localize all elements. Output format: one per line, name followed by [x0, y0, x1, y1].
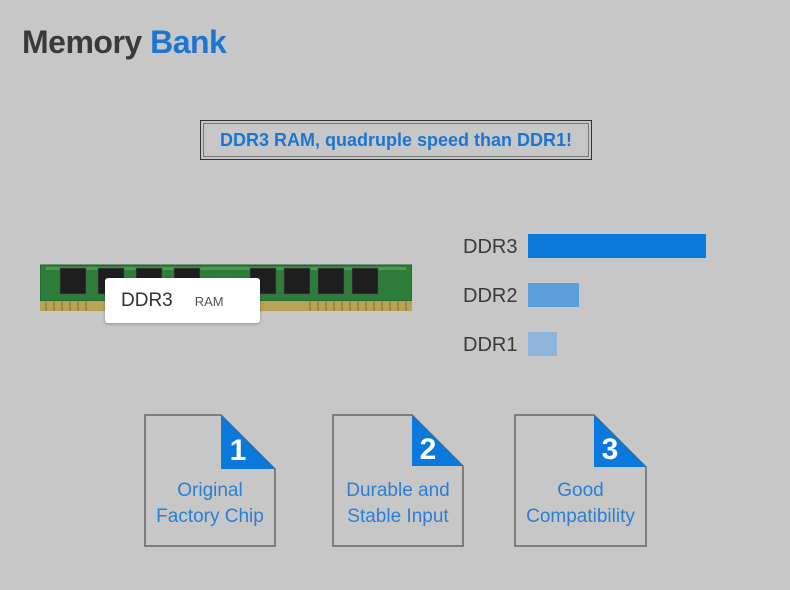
feature-text-3: Good Compatibility	[514, 478, 647, 530]
speed-label-ddr1: DDR1	[463, 334, 518, 356]
feature-3-line2: Compatibility	[526, 506, 635, 527]
speed-label-ddr2: DDR2	[463, 285, 518, 307]
speed-bar-ddr3	[528, 234, 706, 258]
ram-type-label: DDR3 RAM	[105, 278, 260, 323]
feature-2-line1: Durable and	[346, 480, 450, 501]
feature-card-2-shape	[332, 414, 464, 547]
feature-card-1-shape	[144, 414, 276, 547]
feature-number-2: 2	[419, 433, 437, 466]
feature-card-3-shape	[514, 414, 647, 547]
feature-text-2: Durable and Stable Input	[332, 478, 464, 530]
ram-label-type: DDR3	[121, 289, 173, 311]
feature-card-2: 2 Durable and Stable Input	[332, 414, 464, 547]
ram-label-unit: RAM	[194, 294, 224, 309]
title-word-memory: Memory	[22, 24, 142, 60]
feature-card-1: 1 Original Factory Chip	[144, 414, 276, 547]
feature-3-line1: Good	[557, 480, 604, 501]
speed-bar-ddr2	[528, 283, 579, 307]
speed-bar-ddr1	[528, 332, 557, 356]
feature-number-1: 1	[229, 434, 247, 467]
feature-1-line1: Original	[177, 480, 243, 501]
page-title: Memory Bank	[22, 24, 227, 61]
feature-number-3: 3	[601, 433, 619, 466]
feature-text-1: Original Factory Chip	[144, 478, 276, 530]
headline-banner: DDR3 RAM, quadruple speed than DDR1!	[200, 120, 592, 160]
feature-2-line2: Stable Input	[347, 506, 449, 527]
feature-card-3: 3 Good Compatibility	[514, 414, 647, 547]
feature-1-line2: Factory Chip	[156, 506, 264, 527]
title-word-bank: Bank	[150, 24, 227, 60]
speed-label-ddr3: DDR3	[463, 236, 518, 258]
